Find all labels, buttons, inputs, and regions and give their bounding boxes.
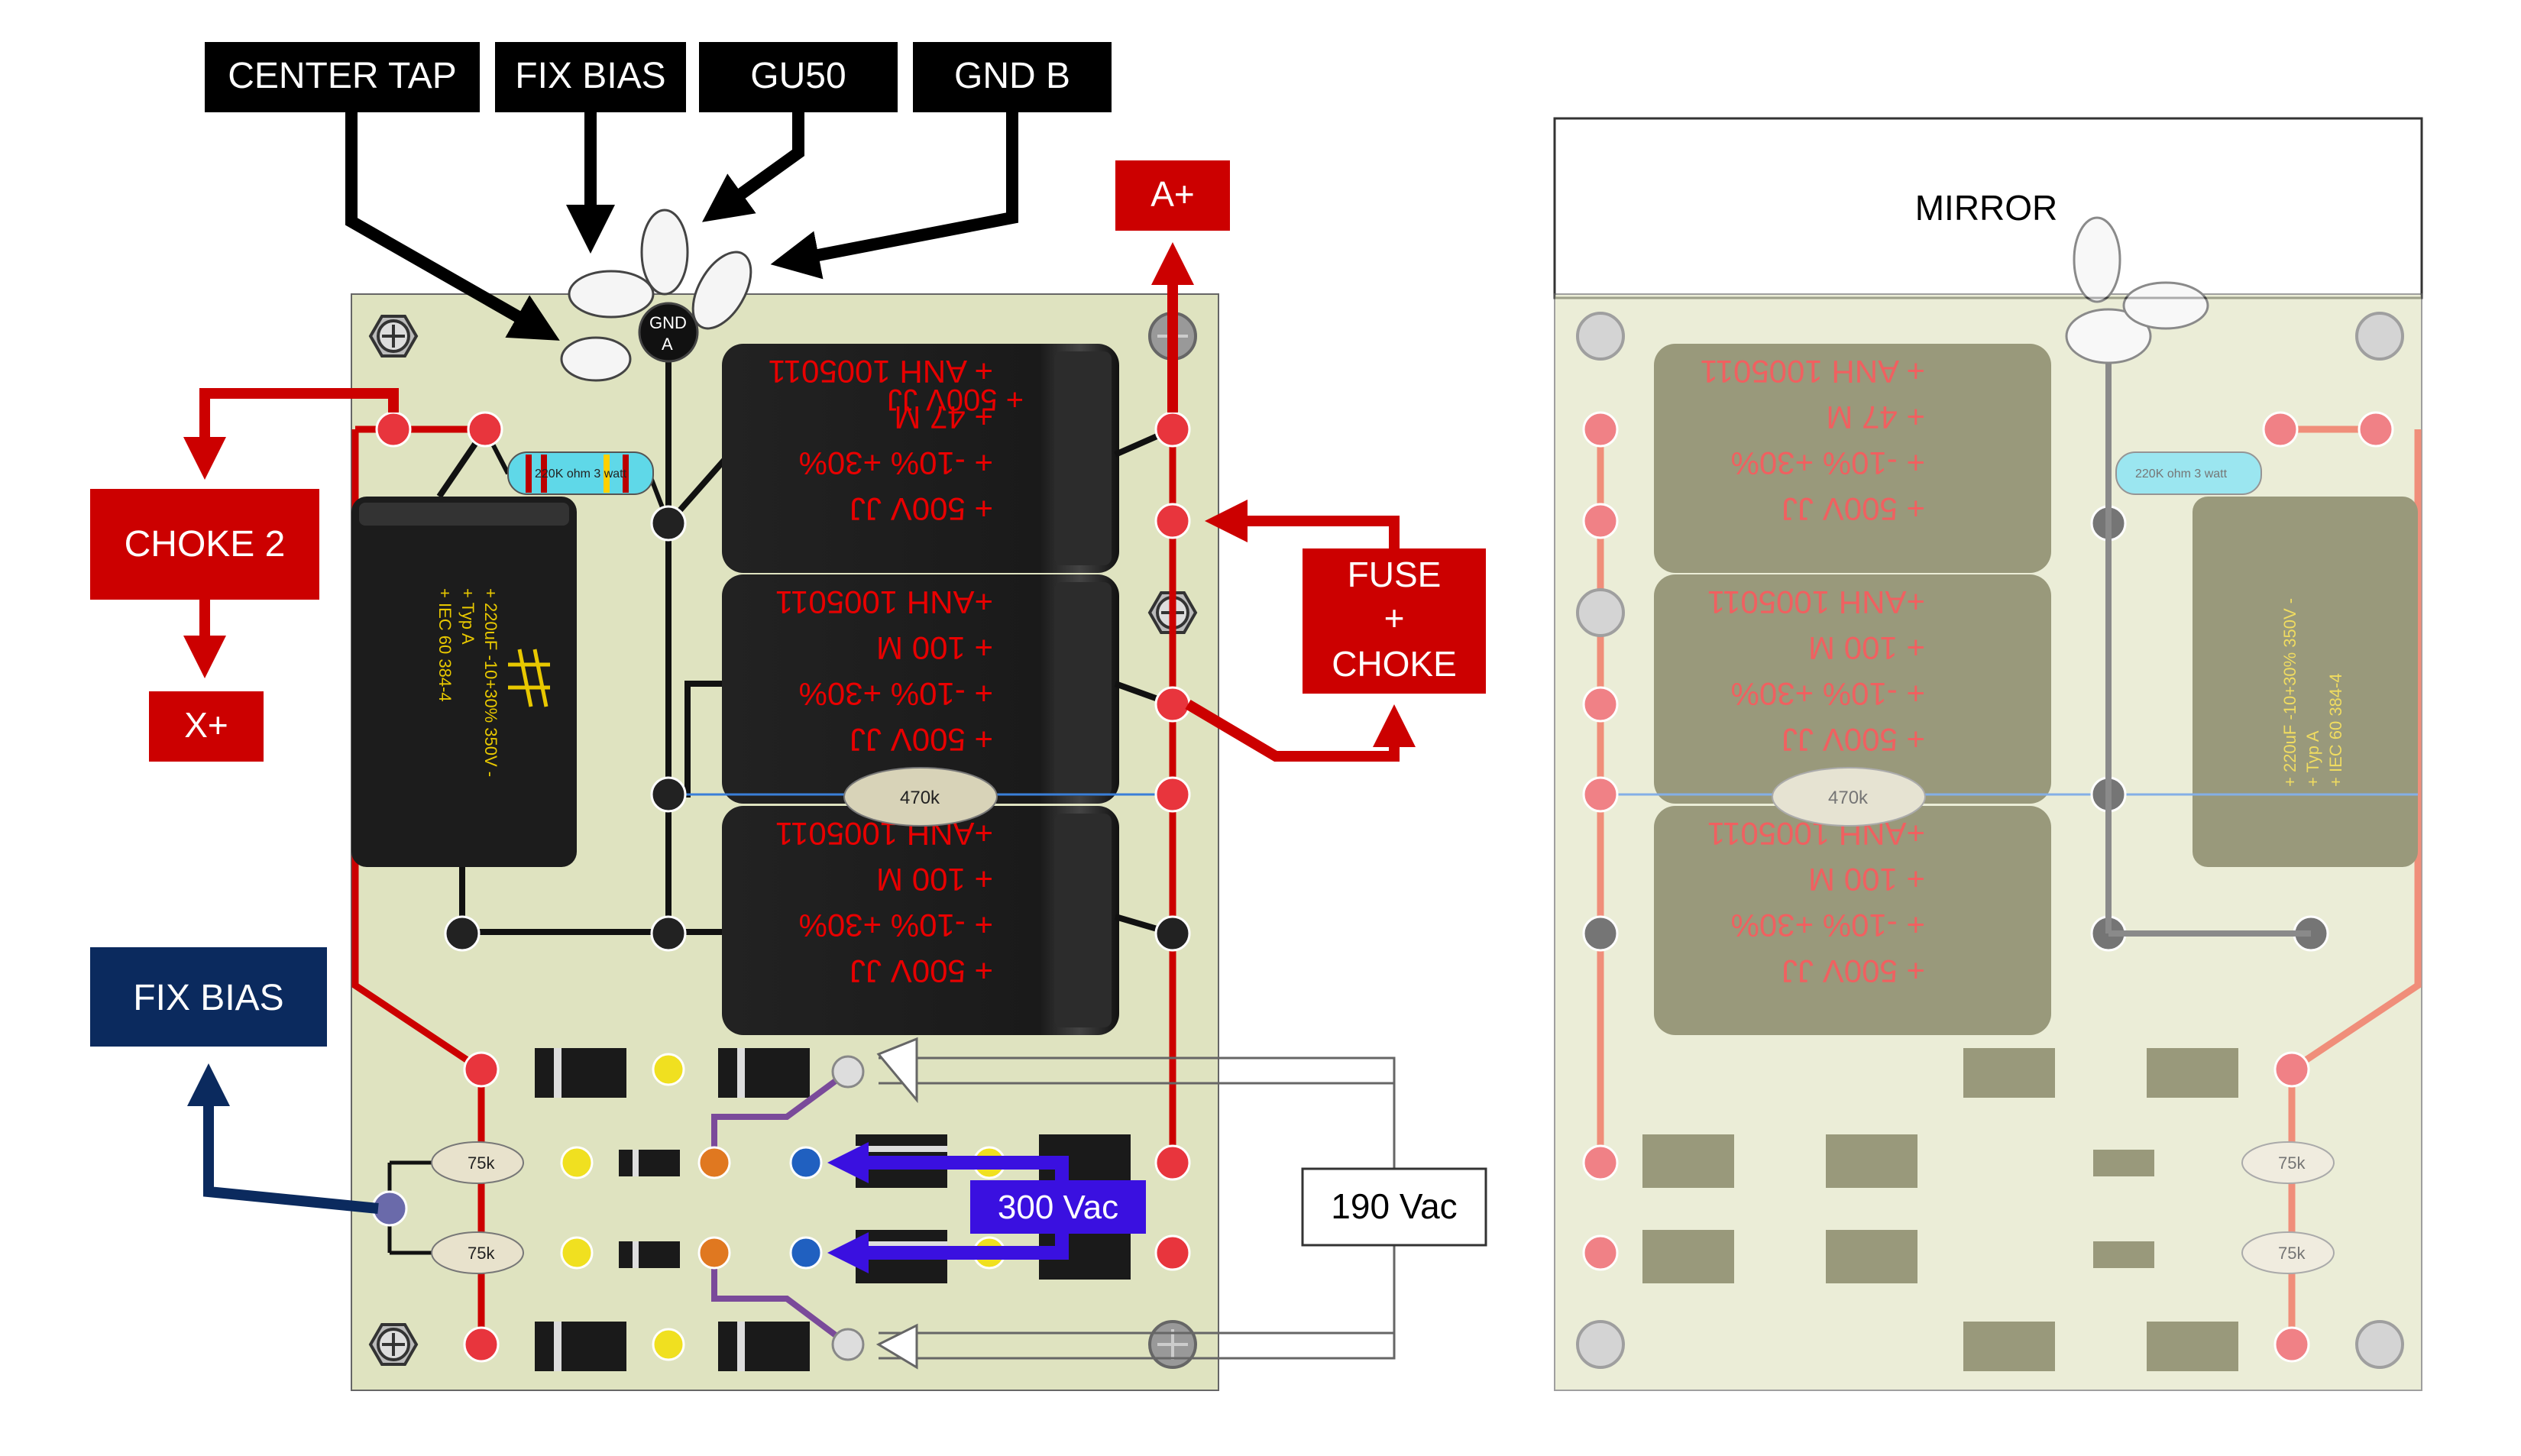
hv-arrow: [1185, 699, 1416, 762]
resistor-label: 75k: [468, 1244, 495, 1263]
ground-lug-cluster: GND A: [560, 209, 752, 382]
wire-arrow: [875, 1037, 1396, 1370]
mirror-header-box: [1553, 117, 2423, 299]
resistor-label: 75k: [468, 1153, 495, 1173]
cap-text: + 100 M: [876, 630, 993, 666]
resistor-470k: 470k: [668, 767, 1173, 827]
label-text: + 47 M: [1826, 400, 1925, 435]
callout-fuse-choke: FUSE + CHOKE: [1303, 548, 1486, 694]
callout-center-tap: CENTER TAP: [205, 42, 480, 112]
hv-arrow: [183, 388, 399, 480]
label-text: + 100 M: [1808, 630, 1925, 666]
resistor-75k: 75k: [390, 1231, 524, 1274]
cap-text: + 500V JJ: [850, 722, 993, 758]
wire-arrow: [345, 112, 1018, 341]
cap-text: + 500V JJ: [850, 953, 993, 989]
label-text: 75k: [2278, 1244, 2306, 1263]
callout-fix-bias-left: FIX BIAS: [90, 947, 327, 1047]
cap-text: + 500V JJ: [850, 491, 993, 527]
label-text: +: [1384, 598, 1405, 638]
resistor-75k: 75k: [390, 1141, 524, 1184]
label-text: + Typ A: [2303, 730, 2322, 787]
label-text: + 100 M: [1808, 862, 1925, 898]
callout-gu50: GU50: [699, 42, 898, 112]
callout-fix-bias-top: FIX BIAS: [495, 42, 686, 112]
callout-choke-2: CHOKE 2: [90, 489, 319, 600]
label-text: + 500V JJ: [1782, 491, 1925, 527]
label-text: + -10% +30%: [1730, 445, 1925, 481]
label-text: GND B: [954, 56, 1070, 96]
capacitor-220uf: + 220uF -10+30% 350V - + Typ A + IEC 60 …: [351, 497, 577, 867]
label-text: + 500V JJ: [887, 383, 1024, 416]
cap-text: + 47 M: [894, 400, 993, 435]
label-text: CENTER TAP: [228, 56, 457, 96]
jumper-wire: [711, 1069, 850, 1348]
solder-pads: [371, 411, 1191, 1363]
capacitor-jj-100m: [722, 806, 1119, 1035]
callout-a-plus: A+: [1115, 160, 1230, 231]
pcb-board-mirror: + 500V JJ + -10% +30% + 47 M + ANH 10050…: [1554, 216, 2422, 1391]
label-text: + IEC 60 384-4: [2326, 673, 2345, 787]
gnd-a-label: A: [662, 335, 673, 354]
label-text: 220K ohm 3 watt: [2135, 468, 2228, 480]
label-text: X+: [184, 705, 228, 745]
callout-300-vac: 300 Vac: [970, 1180, 1146, 1234]
screw-icon: [368, 1323, 419, 1366]
label-text: A+: [1150, 174, 1195, 214]
label-text: + 500V JJ: [1782, 722, 1925, 758]
cap-text: +ANH 1005011: [775, 584, 993, 620]
cap-rating-text: + IEC 60 384-4: [435, 588, 455, 702]
cap-text: + ANH 1005011: [768, 354, 993, 390]
label-text: 300 Vac: [998, 1189, 1118, 1226]
screw-icon: [368, 315, 419, 358]
cap-text: + -10% +30%: [798, 908, 993, 943]
label-text: + -10% +30%: [1730, 908, 1925, 943]
label-text: 75k: [2278, 1153, 2306, 1173]
label-text: CHOKE 2: [125, 524, 286, 565]
callout-190-vac: 190 Vac: [1301, 1167, 1487, 1247]
mirror-label: MIRROR: [1915, 188, 2058, 228]
callout-gnd-b: GND B: [913, 42, 1112, 112]
screw-icon: [1148, 1320, 1197, 1369]
label-text: 470k: [1828, 788, 1869, 808]
label-text: FIX BIAS: [515, 56, 665, 96]
label-text: FUSE: [1348, 555, 1442, 594]
capacitor-jj-47m: + 500V JJ: [722, 344, 1119, 573]
ft-logo-icon: [508, 649, 550, 707]
cap-rating-text: + 220uF -10+30% 350V -: [481, 588, 500, 777]
cap-text: + 100 M: [876, 862, 993, 898]
cap-text: + -10% +30%: [798, 445, 993, 481]
label-text: + 220uF -10+30% 350V -: [2280, 598, 2299, 787]
label-text: +ANH 1005011: [1707, 584, 1925, 620]
label-text: CHOKE: [1332, 644, 1457, 684]
callout-x-plus: X+: [149, 691, 264, 762]
bias-arrow: [187, 1063, 379, 1214]
resistor-label: 220K ohm 3 watt: [535, 468, 627, 480]
capacitor-jj-100m: [722, 574, 1119, 804]
label-text: + -10% +30%: [1730, 676, 1925, 712]
cap-rating-text: + Typ A: [458, 588, 477, 645]
label-text: GU50: [750, 56, 846, 96]
label-text: FIX BIAS: [133, 978, 283, 1018]
gnd-a-label: GND: [649, 313, 687, 332]
resistor-label: 470k: [900, 788, 940, 808]
label-text: 190 Vac: [1331, 1186, 1457, 1226]
label-text: + ANH 1005011: [1700, 354, 1925, 390]
hv-arrow: [1205, 500, 1400, 548]
cap-text: + -10% +30%: [798, 676, 993, 712]
label-text: + 500V JJ: [1782, 953, 1925, 989]
